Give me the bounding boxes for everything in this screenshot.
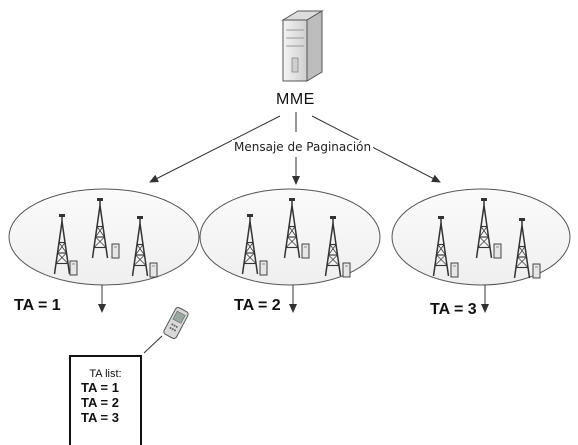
paging-arrows — [149, 112, 441, 185]
mme-label: MME — [276, 91, 315, 108]
paging-diagram — [8, 10, 571, 354]
server-tower-icon — [281, 10, 324, 82]
ta-3-label: TA = 3 — [430, 301, 477, 318]
device-connector — [143, 335, 163, 354]
ta-list-title: TA list: — [89, 368, 122, 380]
paging-message-label: Mensaje de Paginación — [232, 140, 374, 154]
ta-list-item: TA = 3 — [81, 410, 119, 425]
ta-list-item: TA = 2 — [81, 395, 119, 410]
area-downlink-arrows — [98, 285, 489, 313]
ta-list-item: TA = 1 — [81, 380, 119, 395]
ta-list-box: TA list: TA = 1 TA = 2 TA = 3 — [69, 355, 142, 445]
ta-2-label: TA = 2 — [234, 297, 281, 314]
mobile-phone-icon — [163, 307, 189, 339]
ta-1-label: TA = 1 — [14, 297, 61, 314]
